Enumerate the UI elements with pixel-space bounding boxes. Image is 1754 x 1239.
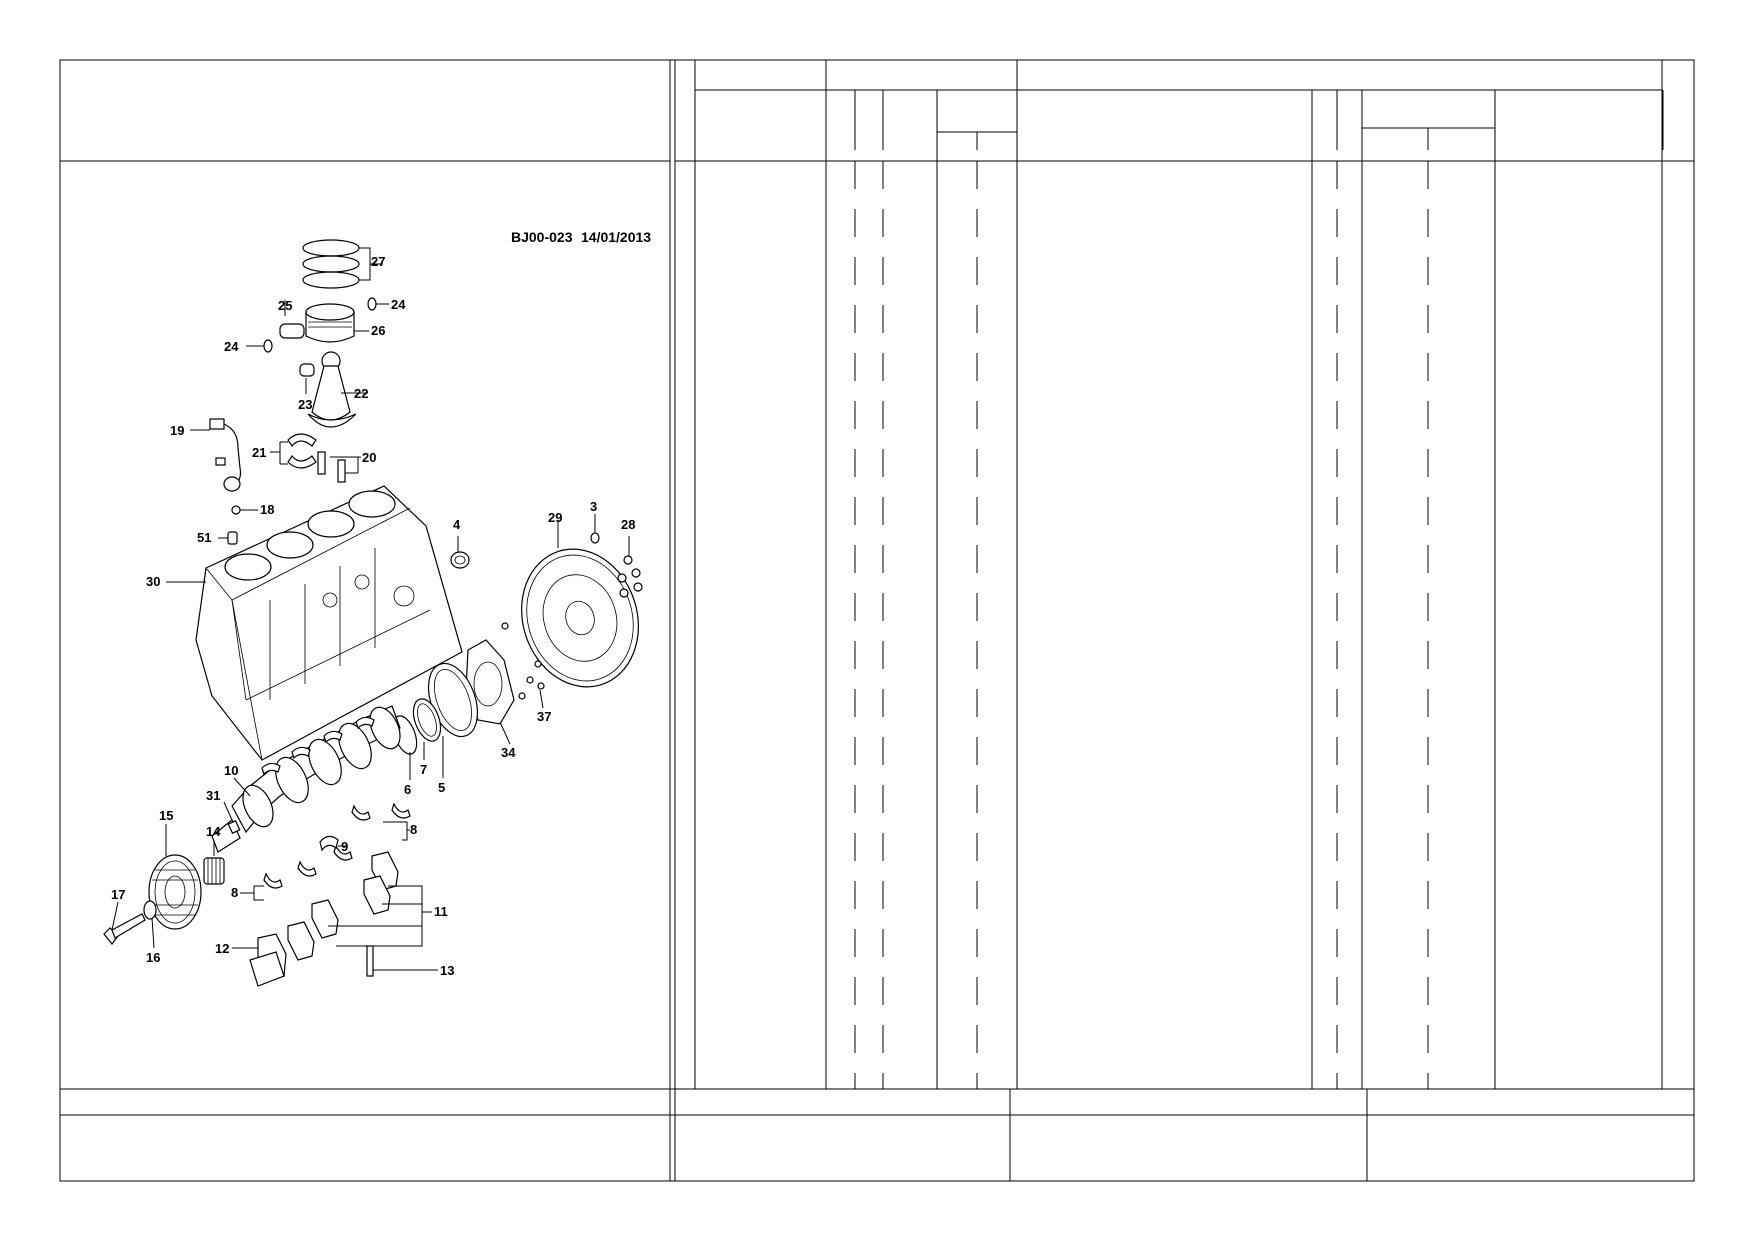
crankshaft: [211, 705, 401, 853]
pulley-washer: [143, 900, 157, 949]
callout-22: 22: [354, 386, 368, 401]
flywheel: [521, 520, 639, 688]
callout-37: 37: [537, 709, 551, 724]
callout-24-right: 24: [391, 297, 406, 312]
cylinder-block: [166, 485, 463, 761]
callout-5: 5: [438, 780, 445, 795]
main-bearing-caps: [287, 851, 432, 961]
callout-15: 15: [159, 808, 173, 823]
callout-27: 27: [371, 254, 385, 269]
rear-main-cap: [232, 933, 287, 987]
diagram-reference: BJ00-023: [511, 229, 573, 245]
callout-11: 11: [434, 904, 448, 919]
pulley-bolt: [103, 901, 146, 945]
callout-20: 20: [362, 450, 376, 465]
callout-8-left: 8: [231, 885, 238, 900]
thrust-washer-7: [412, 698, 442, 760]
callout-24-left: 24: [224, 339, 239, 354]
piston-pin-clips: [246, 297, 389, 353]
lower-main-bearings: [240, 802, 411, 901]
plug-18: [231, 505, 258, 515]
callout-51: 51: [197, 530, 211, 545]
callout-12: 12: [215, 941, 229, 956]
callout-10: 10: [224, 763, 238, 778]
callout-26: 26: [371, 323, 385, 338]
sheet-frame: [59, 59, 1695, 1182]
thrust-bearing-9: [319, 835, 348, 852]
seal-4: [450, 536, 470, 569]
callout-28: 28: [621, 517, 635, 532]
callout-9: 9: [341, 839, 348, 854]
callout-23: 23: [298, 397, 312, 412]
conrod-bolts: [317, 451, 361, 483]
crank-sprocket: [203, 840, 225, 885]
callout-31: 31: [206, 788, 220, 803]
callout-14: 14: [206, 824, 221, 839]
diagram-date: 14/01/2013: [581, 229, 651, 245]
piston-oil-jet: [190, 418, 242, 492]
callout-29: 29: [548, 510, 562, 525]
callout-25: 25: [278, 298, 292, 313]
piston-rings: [302, 239, 383, 289]
callout-21: 21: [252, 445, 266, 460]
plug-3: [590, 514, 600, 544]
dowel-51: [218, 531, 238, 545]
piston: [305, 303, 369, 343]
callout-4: 4: [453, 517, 461, 532]
upper-main-bearings: [261, 716, 375, 776]
callout-30: 30: [146, 574, 160, 589]
carrier-screws: [501, 622, 545, 709]
callout-18: 18: [260, 502, 274, 517]
key-31: [223, 801, 241, 835]
callout-7: 7: [420, 762, 427, 777]
crank-pulley: [148, 824, 202, 930]
main-cap-bolt: [366, 945, 438, 977]
piston-pin: [279, 300, 305, 339]
callout-6: 6: [404, 782, 411, 797]
callout-8-right: 8: [410, 822, 417, 837]
callout-16: 16: [146, 950, 160, 965]
callout-34: 34: [501, 745, 516, 760]
callout-17: 17: [111, 887, 125, 902]
callout-19: 19: [170, 423, 184, 438]
small-end-bush: [299, 363, 315, 394]
callout-3: 3: [590, 499, 597, 514]
flywheel-bolts: [617, 536, 643, 598]
connecting-rod: [307, 351, 368, 428]
callout-13: 13: [440, 963, 454, 978]
conrod-bearings: [270, 433, 317, 469]
parts-table-grid: [675, 60, 1694, 1089]
